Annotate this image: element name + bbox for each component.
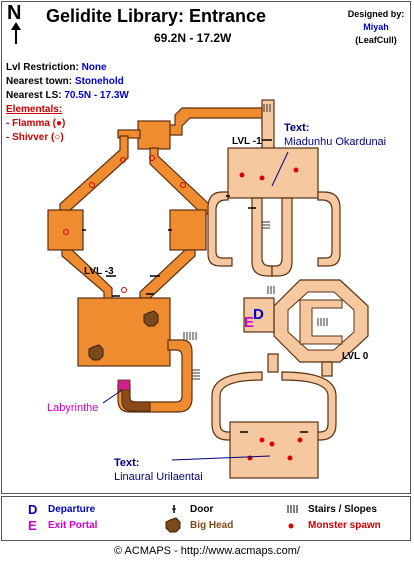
monster-spawn (293, 167, 299, 173)
nearest-town-value: Stonehold (74, 76, 124, 87)
level-minus3-area (47, 107, 273, 413)
legend-symbols (165, 505, 298, 533)
author-guild: (LeafCull) (355, 35, 397, 45)
legend-stairs-label: Stairs / Slopes (308, 504, 377, 515)
labyrinthe-label: Labyrinthe (47, 402, 99, 414)
elemental-spawn (149, 155, 155, 161)
legend-monster-icon (288, 523, 294, 529)
legend-frame (1, 496, 411, 541)
text2-value: Linaural Urilaentai (114, 471, 203, 483)
stairs-icon (263, 104, 271, 112)
map-coordinates: 69.2N - 17.2W (154, 31, 232, 45)
elemental-spawn (89, 182, 95, 188)
elemental-spawn (63, 229, 69, 235)
annotation-lines (102, 151, 289, 461)
hexagon-passage (299, 299, 343, 345)
door-markers (82, 139, 308, 433)
legend-stairs-icon (287, 505, 298, 513)
legend-monster-label: Monster spawn (308, 520, 381, 531)
compass-arrow (11, 22, 21, 44)
lvl-restriction-label: Lvl Restriction: (6, 62, 79, 73)
level-label-minus1: LVL -1 (232, 136, 262, 147)
big-head-icon (88, 344, 104, 361)
designed-by-label: Designed by: (347, 9, 405, 19)
stairs-icon (267, 286, 275, 294)
map-frame (1, 1, 411, 494)
stairs-icon (262, 221, 270, 229)
author-name: Miyah (363, 22, 389, 32)
elementals-heading: Elementals: (6, 104, 63, 115)
monster-spawn (297, 437, 303, 443)
room-right (169, 209, 207, 251)
legend-big-head-label: Big Head (190, 520, 234, 531)
legend-departure-symbol: D (28, 502, 38, 517)
elemental-spawn (120, 157, 126, 163)
monster-spawn (287, 455, 293, 461)
elemental-item: - Shivver (○) (6, 132, 64, 143)
stairs-icon (183, 332, 197, 340)
level-minus1-area (207, 99, 369, 479)
nearest-ls-row: Nearest LS: 70.5N - 17.3W (6, 90, 129, 101)
text-leader-line (271, 151, 289, 187)
big-head-icon (143, 310, 159, 327)
departure-marker: D (253, 306, 264, 323)
text1-value: Miadunhu Okardunai (284, 136, 387, 148)
room-lower-right (229, 421, 319, 479)
credits-block: Designed by: Miyah (LeafCull) (340, 8, 412, 47)
stairs-markers (183, 104, 328, 380)
text-leader-line (171, 455, 271, 461)
nearest-ls-value: 70.5N - 17.3W (64, 90, 129, 101)
legend-departure-label: Departure (48, 504, 96, 515)
stairs-icon (317, 318, 328, 326)
monster-spawn (259, 175, 265, 181)
footer-copyright: © ACMAPS - http://www.acmaps.com/ (114, 545, 300, 557)
monster-spawns (239, 167, 303, 461)
big-head-markers (88, 310, 159, 361)
elemental-spawns (63, 155, 186, 293)
nearest-town-label: Nearest town: (6, 76, 73, 87)
compass-n-label: N (7, 2, 22, 24)
legend-door-label: Door (190, 504, 214, 515)
elemental-spawn (121, 287, 127, 293)
legend-exit-symbol: E (28, 518, 37, 533)
monster-spawn (239, 172, 245, 178)
exit-portal-marker: E (244, 314, 255, 331)
text2-heading: Text: (114, 457, 140, 469)
monster-spawn (269, 441, 275, 447)
level-label-0: LVL 0 (342, 351, 369, 362)
lvl-restriction-value: None (81, 62, 107, 73)
nearest-town-row: Nearest town: Stonehold (6, 76, 124, 87)
stairs-icon (192, 369, 200, 380)
labyrinthe-portal (117, 379, 131, 391)
monster-spawn (259, 437, 265, 443)
level-label-minus3: LVL -3 (84, 266, 114, 277)
nearest-ls-label: Nearest LS: (6, 90, 62, 101)
text1-heading: Text: (284, 122, 310, 134)
page-title: Gelidite Library: Entrance (46, 6, 267, 26)
legend-big-head-icon (165, 517, 181, 533)
labyrinthe-leader-line (102, 389, 123, 404)
lvl-restriction-row: Lvl Restriction: None (6, 62, 107, 73)
room-top-square (137, 120, 171, 150)
departure-box (243, 297, 275, 333)
elemental-spawn (180, 182, 186, 188)
elemental-item: - Flamma (●) (6, 118, 66, 129)
legend-exit-label: Exit Portal (48, 520, 98, 531)
